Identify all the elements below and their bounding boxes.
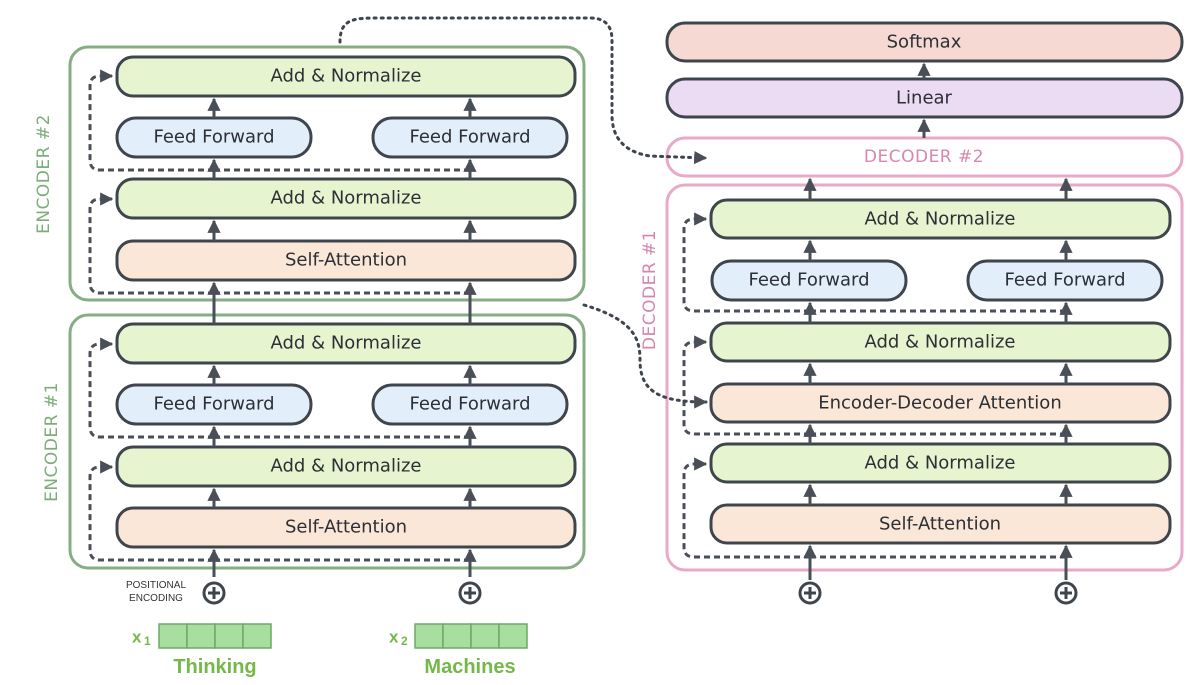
- x1-embedding: x 1: [132, 623, 272, 649]
- encoder2-container: [68, 45, 586, 302]
- decoder1-add-normalize-mid: Add & Normalize: [709, 321, 1172, 363]
- decoder1-self-attention-label: Self-Attention: [879, 514, 1001, 535]
- x2-symbol: x: [389, 628, 399, 647]
- encoder2-add-normalize-bottom: Add & Normalize: [115, 177, 577, 220]
- decoder1-feed-forward-1: Feed Forward: [710, 259, 908, 302]
- decoder1-feed-forward-2: Feed Forward: [966, 259, 1164, 302]
- decoder1-add-normalize-top: Add & Normalize: [709, 198, 1172, 240]
- linear-label: Linear: [896, 88, 953, 109]
- encoder1-add-normalize-top: Add & Normalize: [115, 322, 577, 365]
- softmax-label: Softmax: [887, 32, 962, 53]
- plus-icon: [458, 581, 482, 605]
- x1-symbol: x: [132, 628, 142, 647]
- encoder2-self-attention-label: Self-Attention: [285, 250, 407, 271]
- encoder1-feed-forward-1-label: Feed Forward: [153, 394, 274, 415]
- decoder1-add-normalize-bottom-label: Add & Normalize: [865, 453, 1016, 474]
- encoder1-self-attention-label: Self-Attention: [285, 517, 407, 538]
- encoder1-feed-forward-2-label: Feed Forward: [409, 394, 530, 415]
- x1-subscript: 1: [144, 634, 151, 648]
- decoder1-feed-forward-2-label: Feed Forward: [1004, 270, 1125, 291]
- decoder1-container: [665, 183, 1184, 572]
- decoder2-label: DECODER #2: [864, 147, 984, 167]
- encoder2-add-normalize-bottom-label: Add & Normalize: [271, 188, 422, 209]
- softmax-block: Softmax: [665, 21, 1184, 63]
- linear-block: Linear: [665, 77, 1184, 119]
- encoder1-add-normalize-top-label: Add & Normalize: [271, 333, 422, 354]
- residual-connections: [88, 69, 1066, 562]
- positional-encoding-line2: ENCODING: [129, 593, 183, 604]
- encoder1-add-normalize-bottom: Add & Normalize: [115, 445, 577, 488]
- x2-subscript: 2: [401, 634, 408, 648]
- encoder2-feed-forward-1: Feed Forward: [115, 116, 313, 159]
- word-machines: Machines: [424, 656, 515, 678]
- encoder-output-connections: [338, 16, 708, 409]
- positional-encoding-label: POSITIONAL ENCODING: [126, 580, 186, 604]
- decoder1-self-attention: Self-Attention: [709, 503, 1172, 545]
- decoder1-add-normalize-mid-label: Add & Normalize: [865, 332, 1016, 353]
- decoder1-encoder-decoder-attention: Encoder-Decoder Attention: [709, 382, 1172, 424]
- plus-icon: [202, 581, 226, 605]
- decoder1-label: DECODER #1: [640, 230, 660, 350]
- decoder1-add-normalize-top-label: Add & Normalize: [865, 209, 1016, 230]
- encoder1-feed-forward-2: Feed Forward: [371, 383, 569, 426]
- decoder1-feed-forward-1-label: Feed Forward: [748, 270, 869, 291]
- encoder2-label: ENCODER #2: [34, 114, 54, 234]
- plus-icon: [798, 581, 822, 605]
- solid-arrows: [207, 62, 1073, 580]
- encoder1-label: ENCODER #1: [42, 382, 62, 502]
- encoder2-feed-forward-2: Feed Forward: [371, 116, 569, 159]
- encoder2-add-normalize-top-label: Add & Normalize: [271, 66, 422, 87]
- decoder2-collapsed-block: DECODER #2: [665, 136, 1184, 178]
- plus-icon: [1054, 581, 1078, 605]
- encoder1-self-attention: Self-Attention: [115, 506, 577, 549]
- decoder1-encoder-decoder-attention-label: Encoder-Decoder Attention: [818, 393, 1061, 414]
- encoder2-feed-forward-2-label: Feed Forward: [409, 127, 530, 148]
- x2-embedding: x 2: [389, 623, 528, 649]
- decoder1-add-normalize-bottom: Add & Normalize: [709, 442, 1172, 484]
- encoder1-feed-forward-1: Feed Forward: [115, 383, 313, 426]
- encoder1-add-normalize-bottom-label: Add & Normalize: [271, 456, 422, 477]
- encoder2-self-attention: Self-Attention: [115, 239, 577, 282]
- positional-encoding-line1: POSITIONAL: [126, 580, 186, 591]
- word-thinking: Thinking: [173, 656, 256, 678]
- encoder1-container: [68, 313, 586, 570]
- encoder2-feed-forward-1-label: Feed Forward: [153, 127, 274, 148]
- encoder2-add-normalize-top: Add & Normalize: [115, 55, 577, 98]
